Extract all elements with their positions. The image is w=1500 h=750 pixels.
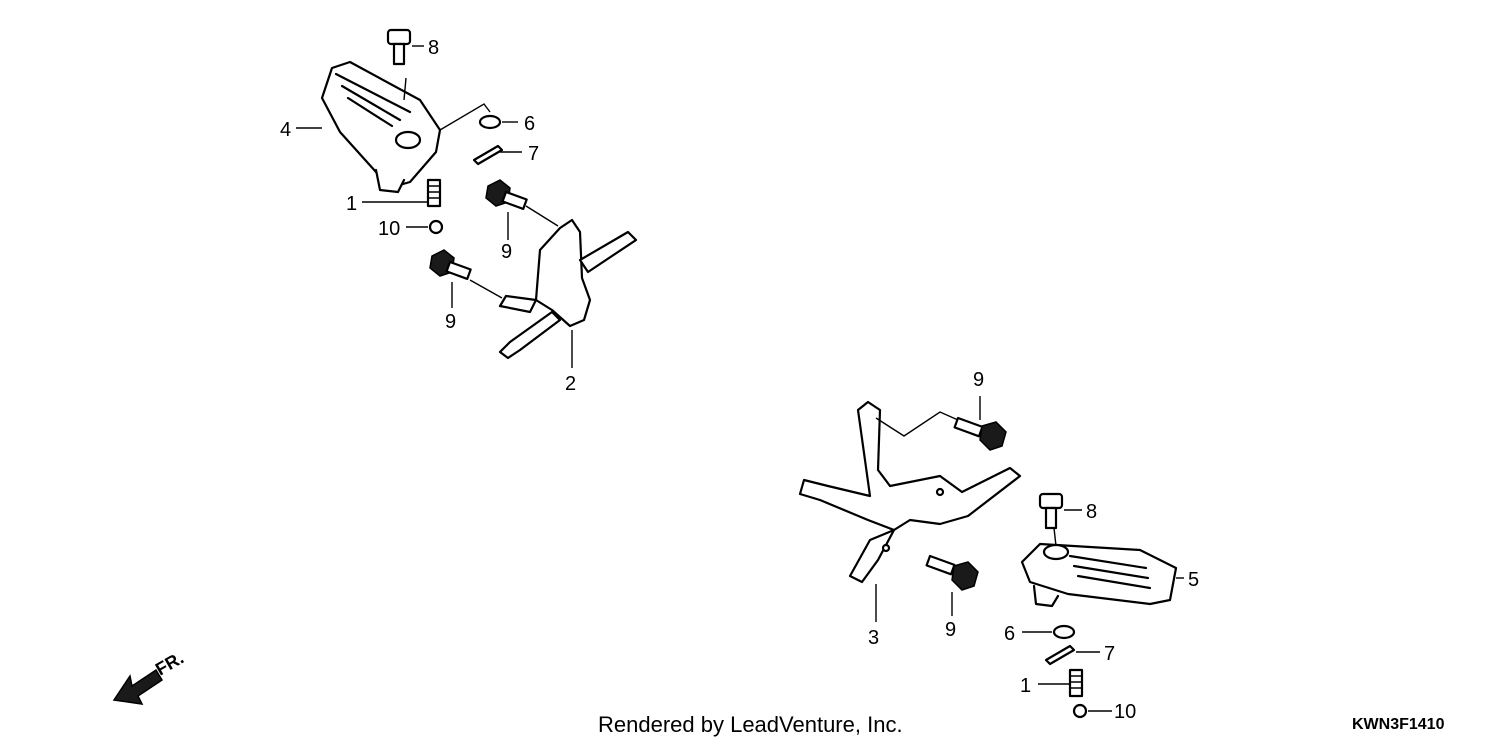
- bolt-bottom-b[interactable]: [925, 554, 979, 591]
- bracket-left[interactable]: [498, 218, 638, 360]
- label-6-top: 6: [524, 113, 535, 135]
- label-9-lower: 9: [445, 311, 456, 333]
- label-5: 5: [1188, 569, 1199, 591]
- label-10-bottom: 10: [1114, 701, 1136, 723]
- footpeg-left[interactable]: [320, 60, 442, 194]
- label-8-top: 8: [428, 37, 439, 59]
- ball-top[interactable]: [428, 219, 444, 235]
- bolt-top-b[interactable]: [429, 249, 472, 281]
- footpeg-right[interactable]: [1020, 542, 1178, 608]
- washer-top[interactable]: [478, 114, 502, 130]
- render-credit: Rendered by LeadVenture, Inc.: [598, 712, 903, 737]
- label-8-bottom: 8: [1086, 501, 1097, 523]
- label-3: 3: [868, 627, 879, 649]
- washer-bottom[interactable]: [1052, 624, 1076, 640]
- pin-bottom[interactable]: [1038, 492, 1064, 530]
- cotter-pin-top[interactable]: [472, 144, 504, 166]
- bolt-top-a[interactable]: [485, 179, 528, 211]
- bolt-bottom-a[interactable]: [953, 416, 1007, 451]
- label-7-bottom: 7: [1104, 643, 1115, 665]
- spring-top[interactable]: [426, 178, 442, 208]
- label-1-top: 1: [346, 193, 357, 215]
- cotter-pin-bottom[interactable]: [1044, 644, 1076, 666]
- label-1-bottom: 1: [1020, 675, 1031, 697]
- label-9-right-upper: 9: [973, 369, 984, 391]
- spring-bottom[interactable]: [1068, 668, 1084, 698]
- front-direction-arrow: FR.: [112, 648, 187, 705]
- label-9-right-lower: 9: [945, 619, 956, 641]
- ball-bottom[interactable]: [1072, 703, 1088, 719]
- label-10-top: 10: [378, 218, 400, 240]
- label-4: 4: [280, 119, 291, 141]
- label-7-top: 7: [528, 143, 539, 165]
- diagram-code: KWN3F1410: [1352, 716, 1445, 733]
- label-2: 2: [565, 373, 576, 395]
- bracket-right[interactable]: [798, 400, 1022, 584]
- pin-top[interactable]: [386, 28, 412, 66]
- label-6-bottom: 6: [1004, 623, 1015, 645]
- label-9-upper: 9: [501, 241, 512, 263]
